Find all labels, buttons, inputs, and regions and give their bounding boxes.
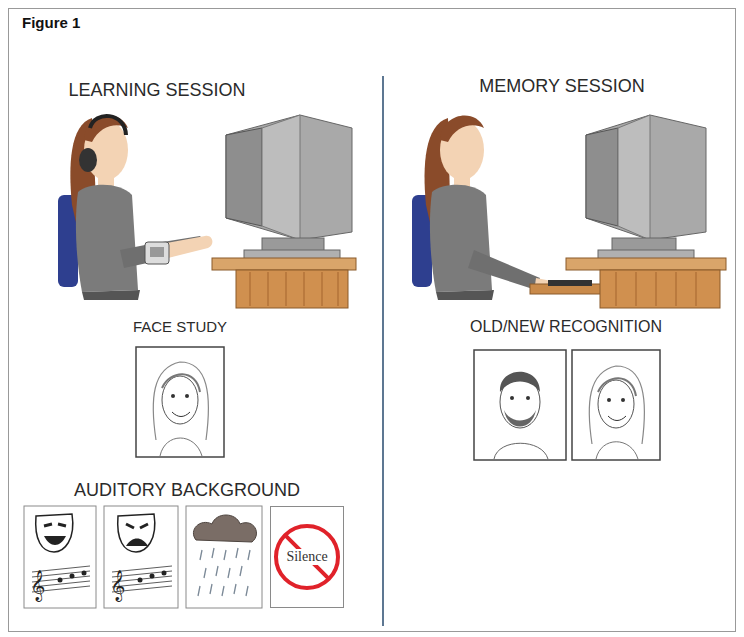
task-heading: OLD/NEW RECOGNITION xyxy=(470,318,662,336)
recognition-pictures xyxy=(474,350,660,460)
svg-text:𝄞: 𝄞 xyxy=(110,570,125,602)
memory-scene xyxy=(412,115,726,308)
learning-scene xyxy=(58,115,356,308)
sad-music-icon: 𝄞 xyxy=(104,506,178,608)
session-heading: LEARNING SESSION xyxy=(68,80,245,101)
figure-title: Figure 1 xyxy=(22,14,80,31)
silence-panel: Silence xyxy=(270,506,344,608)
face-study-picture xyxy=(136,347,224,457)
node-text: Silence xyxy=(285,549,328,565)
happy-music-icon: 𝄞 xyxy=(24,506,96,608)
session-heading: MEMORY SESSION xyxy=(479,76,644,97)
task-heading: FACE STUDY xyxy=(133,318,227,335)
svg-text:𝄞: 𝄞 xyxy=(30,570,45,602)
condition-heading: AUDITORY BACKGROUND xyxy=(74,480,300,501)
rain-icon xyxy=(186,506,262,608)
